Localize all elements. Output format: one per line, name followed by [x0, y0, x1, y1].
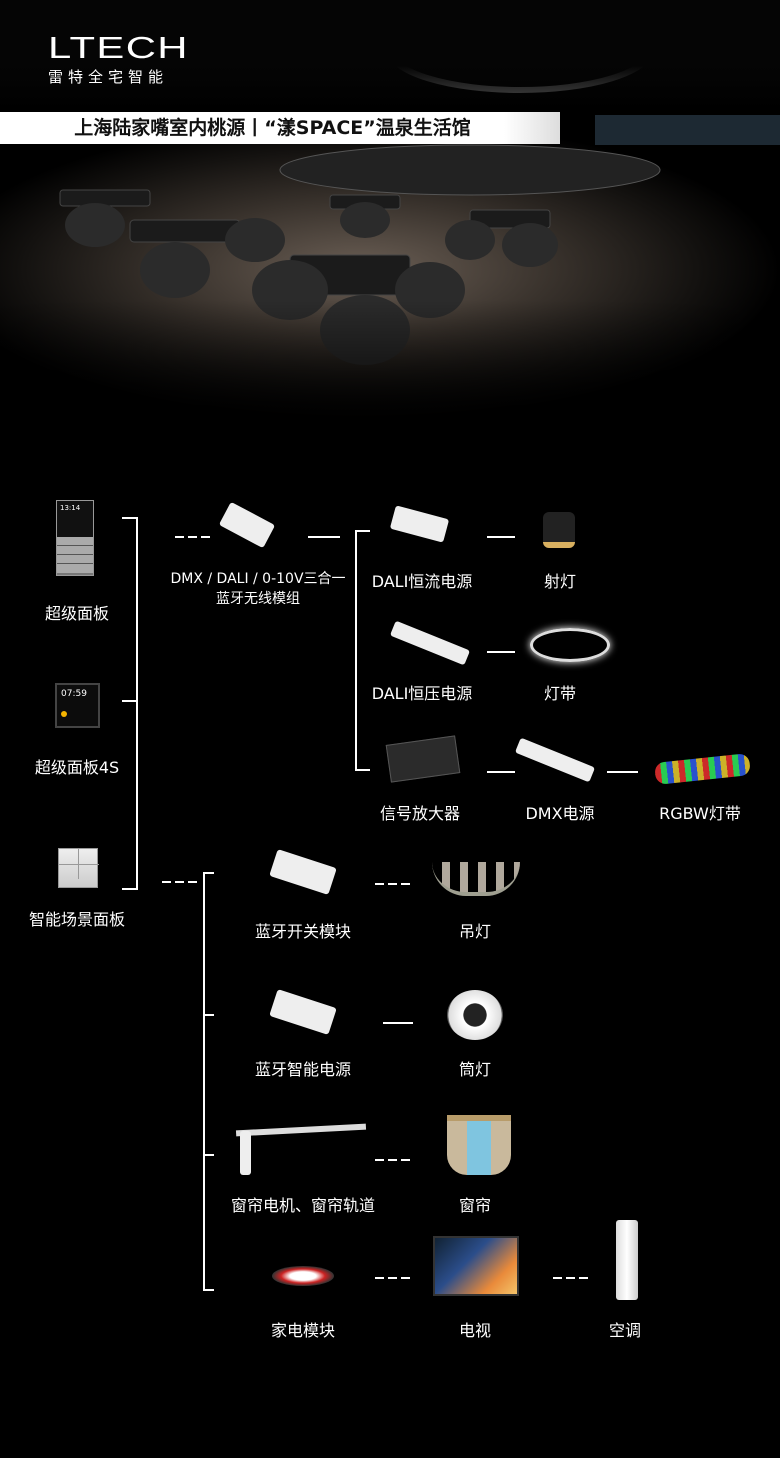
connector-tick [122, 517, 137, 519]
ble-power-module-image [269, 989, 337, 1035]
appliance-module-image [272, 1266, 334, 1286]
curtain-image [447, 1115, 511, 1175]
signal-amplifier-label: 信号放大器 [379, 804, 461, 823]
panel-4s-screen: 07:59 [61, 689, 87, 699]
ble-switch-module-image [269, 849, 337, 895]
curtain-motor-label: 窗帘电机、窗帘轨道 [230, 1196, 376, 1215]
ceiling-area [0, 0, 780, 110]
connector-bracket [355, 530, 357, 771]
photo-fade [0, 300, 780, 440]
connector-tick [355, 769, 370, 771]
connector-tick [203, 872, 214, 874]
module-label-line1: DMX / DALI / 0-10V三合一 [170, 571, 346, 587]
super-panel-4s-image: 07:59 [55, 683, 100, 728]
connector-tick [122, 888, 137, 890]
wired-link [487, 771, 515, 773]
connector-bracket [203, 872, 205, 1291]
light-strip-image [530, 628, 610, 662]
brand-logo: LTECH [48, 30, 189, 65]
wired-link [487, 536, 515, 538]
dali-cv-driver-image [389, 620, 471, 666]
wireless-link [375, 1159, 411, 1161]
wireless-link [375, 1277, 411, 1279]
tv-label: 电视 [458, 1321, 492, 1340]
downlight-image [447, 990, 503, 1040]
wireless-link [553, 1277, 589, 1279]
super-panel-label: 超级面板 [44, 604, 110, 623]
dali-cc-driver-image [389, 505, 450, 543]
chandelier-image [432, 862, 520, 896]
brand-subtitle: 雷特全宅智能 [48, 68, 169, 86]
downlight-label: 筒灯 [458, 1060, 492, 1079]
tv-image [433, 1236, 519, 1296]
super-panel-4s-label: 超级面板4S [34, 758, 120, 777]
connector-tick [122, 700, 137, 702]
dmx-driver-image [514, 737, 596, 783]
module-label-line2: 蓝牙无线模组 [216, 591, 300, 607]
panel-screen: 13:14 [57, 501, 93, 537]
spotlight-label: 射灯 [543, 572, 577, 591]
curtain-motor-image [235, 1123, 367, 1175]
connector-bracket [136, 517, 138, 890]
signal-amplifier-image [385, 735, 461, 783]
dmx-driver-label: DMX电源 [525, 804, 595, 823]
ble-module-image [218, 501, 276, 549]
wired-link [383, 1022, 413, 1024]
scene-panel-label: 智能场景面板 [28, 910, 126, 929]
connector-tick [203, 1289, 214, 1291]
dali-cc-driver-label: DALI恒流电源 [371, 572, 473, 591]
wired-link [487, 651, 515, 653]
connector-tick [203, 1014, 214, 1016]
spotlight-image [543, 512, 575, 548]
wired-link [308, 536, 340, 538]
wireless-link [162, 881, 198, 883]
rgbw-strip-label: RGBW灯带 [659, 804, 741, 823]
dali-cv-driver-label: DALI恒压电源 [371, 684, 473, 703]
scene-panel-image [58, 848, 99, 888]
connector-tick [355, 530, 370, 532]
ble-power-module-label: 蓝牙智能电源 [254, 1060, 352, 1079]
ble-switch-module-label: 蓝牙开关模块 [254, 922, 352, 941]
dining-scene-illustration [59, 7, 780, 365]
air-conditioner-image [616, 1220, 638, 1300]
connector-tick [203, 1154, 214, 1156]
air-conditioner-label: 空调 [608, 1321, 642, 1340]
appliance-module-label: 家电模块 [270, 1321, 336, 1340]
super-panel-image: 13:14 [56, 500, 94, 576]
project-title-banner: 上海陆家嘴室内桃源丨“漾SPACE”温泉生活馆 [0, 112, 560, 144]
wired-link [607, 771, 638, 773]
curtain-label: 窗帘 [458, 1196, 492, 1215]
wireless-link [375, 883, 411, 885]
light-strip-label: 灯带 [543, 684, 577, 703]
wireless-link [175, 536, 211, 538]
rgbw-strip-image [654, 753, 751, 785]
chandelier-label: 吊灯 [458, 922, 492, 941]
